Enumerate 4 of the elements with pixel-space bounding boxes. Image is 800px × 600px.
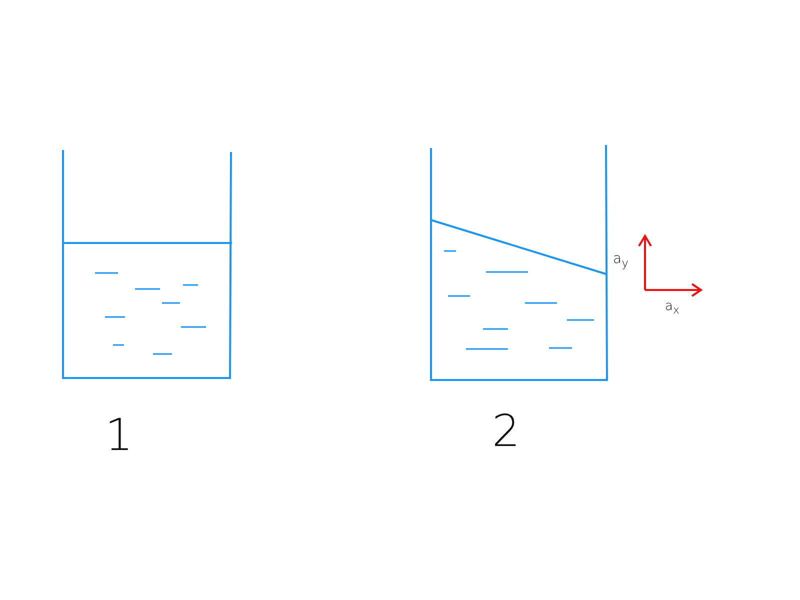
axis-label: a$_{y}$ — [613, 252, 628, 270]
figure-number: 2 — [492, 410, 520, 454]
axis-label: a$_{x}$ — [665, 300, 680, 316]
figure-number: 1 — [105, 414, 133, 458]
